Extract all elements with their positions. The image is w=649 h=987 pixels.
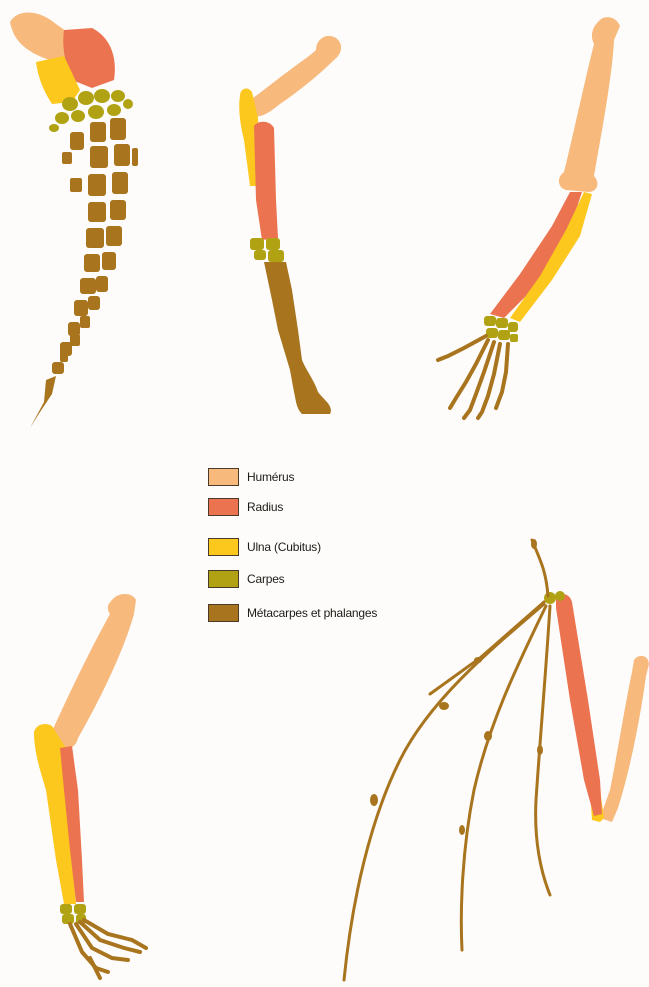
human-carpes <box>484 316 518 342</box>
legend-label-humerus: Humérus <box>247 470 294 484</box>
carnivore-humerus <box>50 594 136 750</box>
legend-swatch-humerus <box>208 468 239 486</box>
bat-radius <box>556 594 602 816</box>
limb-horse <box>239 36 341 414</box>
limb-carnivore <box>34 594 146 978</box>
horse-humerus <box>248 36 341 116</box>
bat-joints <box>370 539 543 835</box>
human-ulna <box>510 192 592 322</box>
legend-label-metacarpes: Métacarpes et phalanges <box>247 606 377 620</box>
human-humerus <box>559 17 620 192</box>
legend-item-radius: Radius <box>208 496 283 518</box>
legend-item-metacarpes: Métacarpes et phalanges <box>208 602 377 624</box>
legend-swatch-carpes <box>208 570 239 588</box>
legend-item-carpes: Carpes <box>208 568 284 590</box>
horse-carpes <box>250 238 284 262</box>
legend-label-ulna: Ulna (Cubitus) <box>247 540 321 554</box>
legend-item-humerus: Humérus <box>208 466 294 488</box>
carnivore-metacarpes-phalanges <box>70 920 146 978</box>
carnivore-carpes <box>60 904 86 924</box>
human-metacarpes-phalanges <box>438 336 508 418</box>
flipper-metacarpes-phalanges <box>30 118 138 428</box>
legend-swatch-metacarpes <box>208 604 239 622</box>
legend-item-ulna: Ulna (Cubitus) <box>208 536 321 558</box>
horse-radius <box>254 122 278 240</box>
bat-humerus <box>600 656 649 822</box>
legend-swatch-radius <box>208 498 239 516</box>
legend-label-carpes: Carpes <box>247 572 284 586</box>
limb-bat <box>344 539 649 980</box>
horse-metacarpes-phalanges <box>264 262 331 414</box>
limb-flipper <box>10 12 138 428</box>
limb-human <box>438 17 620 418</box>
legend-swatch-ulna <box>208 538 239 556</box>
legend-label-radius: Radius <box>247 500 283 514</box>
